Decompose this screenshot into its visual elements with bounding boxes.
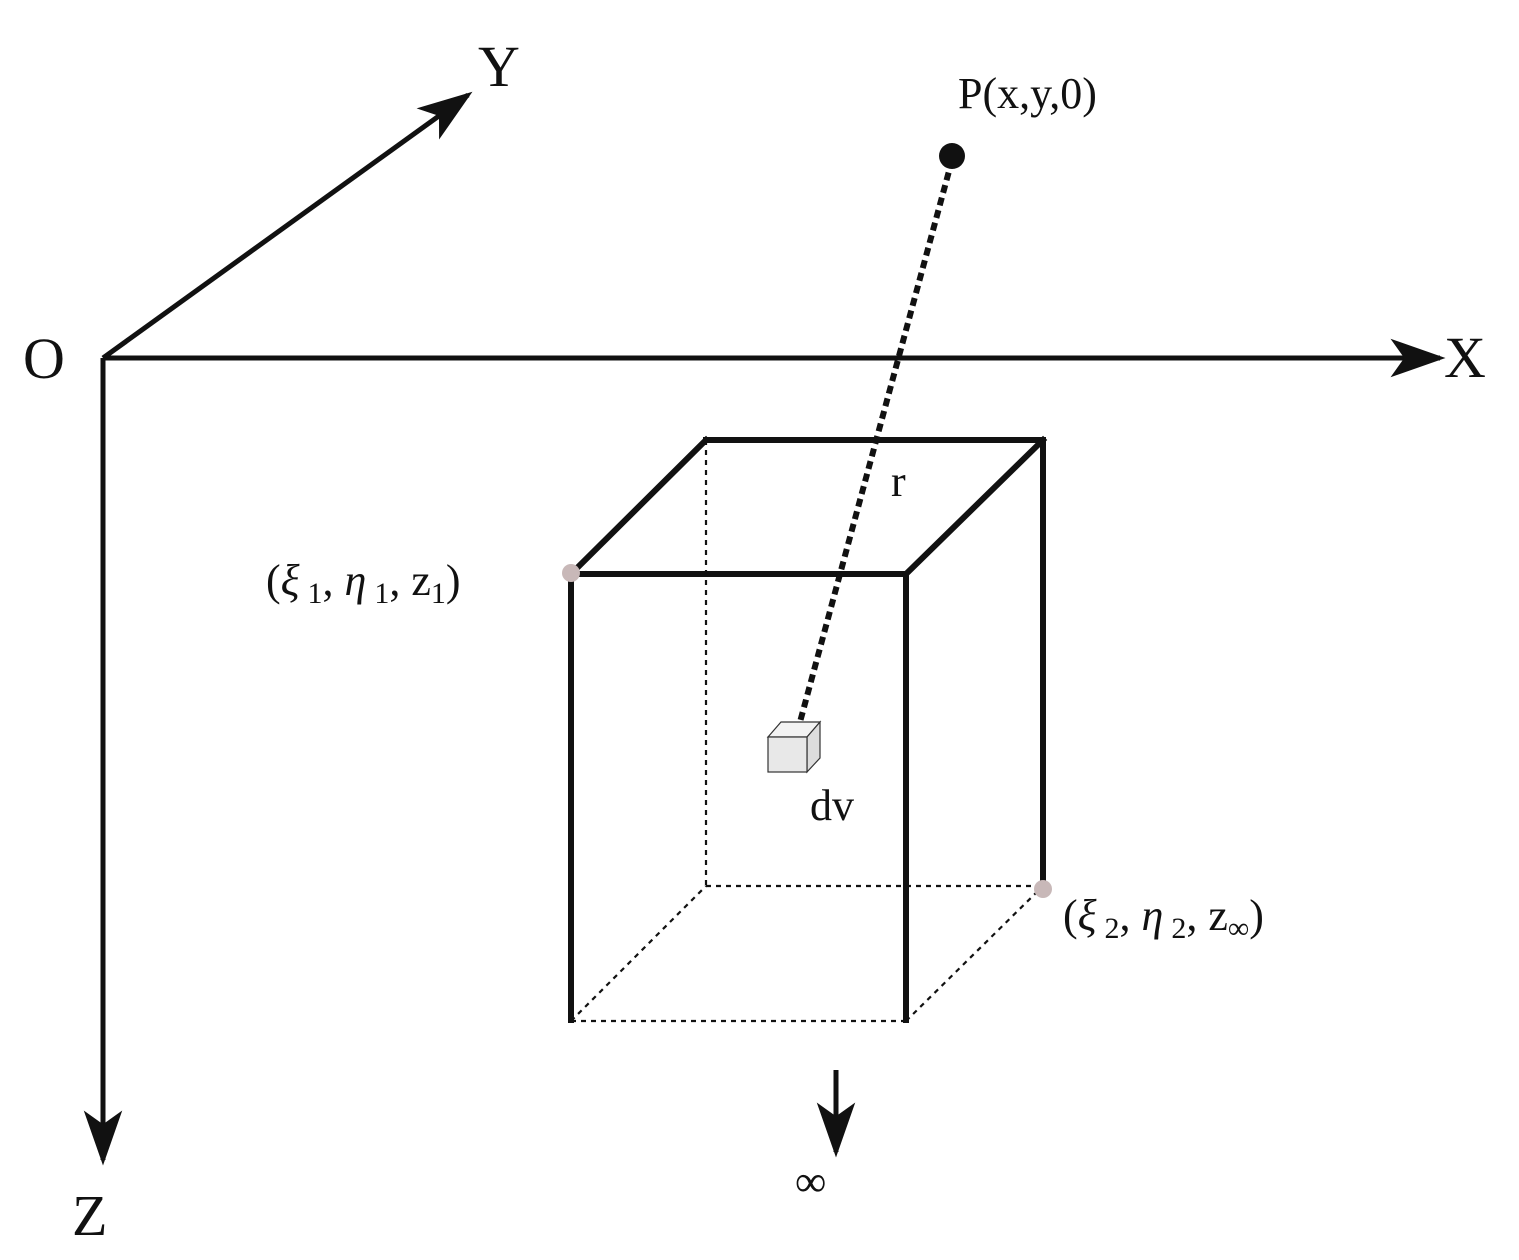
corner-marker-top <box>562 564 580 582</box>
corner-bottom-sep2: , z <box>1186 891 1228 940</box>
volume-element-cube <box>766 720 822 774</box>
corner-bottom-xi-sub: 2 <box>1105 912 1120 945</box>
corner-bottom-sep1: , <box>1120 891 1142 940</box>
corner-marker-bottom <box>1034 880 1052 898</box>
distance-label-r: r <box>891 457 906 506</box>
prism-visible-edges <box>566 435 1048 1023</box>
y-axis <box>101 91 473 361</box>
volume-element-label: dv <box>810 781 854 830</box>
infinity-label: ∞ <box>795 1157 826 1206</box>
cube-front-face <box>767 736 808 773</box>
hidden-edge-right-bottom-diagonal <box>905 885 1044 1022</box>
top-right-edge <box>901 435 1048 579</box>
corner-bottom-eta-sub: 2 <box>1171 912 1186 945</box>
corner-top-close: ) <box>446 556 461 605</box>
corner-top-sep1: , <box>323 556 345 605</box>
point-p-label: P(x,y,0) <box>958 69 1097 118</box>
corner-bottom-close: ) <box>1249 891 1264 940</box>
point-p-marker <box>939 143 965 169</box>
top-left-edge <box>566 435 711 579</box>
corner-top-open: ( <box>266 556 281 605</box>
corner-top-xi-sub: 1 <box>308 577 323 610</box>
corner-top-eta-sub: 1 <box>374 577 389 610</box>
y-axis-label: Y <box>478 34 520 99</box>
origin-label: O <box>23 326 65 391</box>
corner-bottom-eta: η <box>1142 891 1164 940</box>
x-axis-label: X <box>1444 325 1486 390</box>
corner-top-sep2: , z <box>389 556 431 605</box>
corner-top-eta: η <box>345 556 367 605</box>
prism-hidden-edges <box>570 440 1044 1023</box>
corner-top-xi: ξ <box>281 556 300 605</box>
corner-bottom-open: ( <box>1063 891 1078 940</box>
hidden-edge-left-bottom-diagonal <box>570 885 707 1022</box>
z-axis-label: Z <box>72 1183 107 1248</box>
corner-top-z-sub: 1 <box>431 577 446 610</box>
corner-bottom-z-sub: ∞ <box>1228 912 1249 945</box>
corner-bottom-xi: ξ <box>1078 891 1097 940</box>
